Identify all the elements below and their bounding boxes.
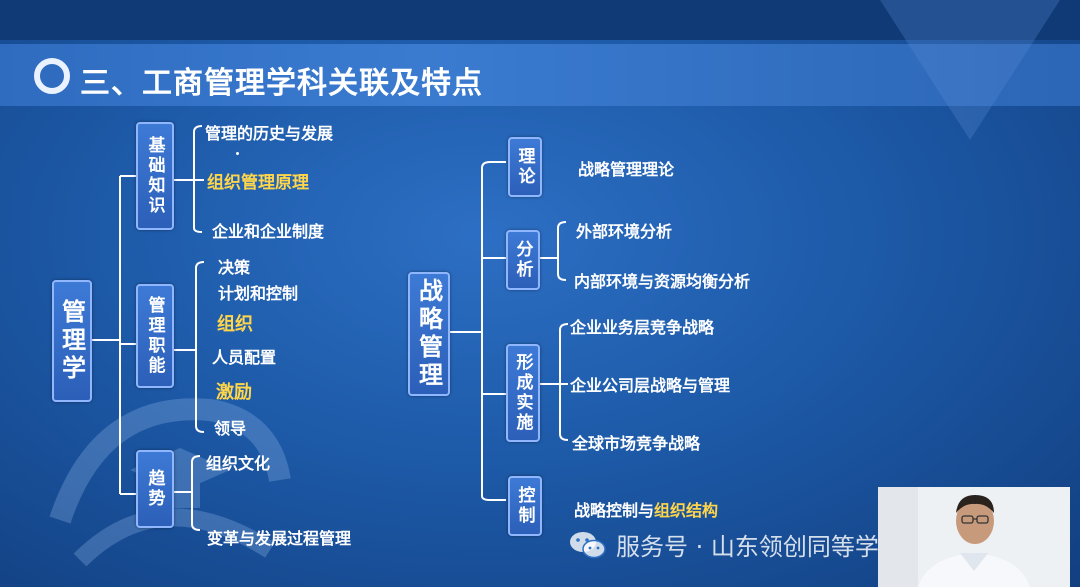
item-internal-env: 内部环境与资源均衡分析 [574,272,751,291]
wechat-icon [570,531,606,558]
item-org-structure: 组织结构 [654,501,719,520]
presenter-video [878,487,1070,587]
item-staffing: 人员配置 [212,348,277,367]
item-leadership: 领导 [214,419,247,438]
node-formation-implementation: 形成实施 [506,344,540,442]
node-management-functions: 管理职能 [136,284,174,388]
item-corporate-strategy: 企业公司层战略与管理 [570,376,731,395]
node-theory: 理论 [508,137,542,197]
item-change-management: 变革与发展过程管理 [207,529,352,548]
item-enterprise: 企业和企业制度 [212,222,325,241]
item-strategy-control: 战略控制与组织结构 [574,497,718,521]
root-node-management: 管理学 [52,280,92,402]
item-strategy-control-text: 战略控制与 [574,501,655,520]
item-external-env: 外部环境分析 [576,222,673,241]
node-control: 控制 [508,476,542,536]
item-motivation: 激励 [216,382,252,403]
decor-shape [880,0,1060,140]
item-organize: 组织 [217,314,253,335]
dot-mark [236,152,239,155]
item-global-strategy: 全球市场竞争战略 [572,434,701,453]
item-business-strategy: 企业业务层竞争战略 [570,318,715,337]
item-org-principles: 组织管理原理 [207,173,309,193]
node-analysis: 分析 [506,230,540,290]
item-history: 管理的历史与发展 [205,124,334,143]
node-trends: 趋势 [136,450,174,528]
item-plan-control: 计划和控制 [218,284,299,303]
slide-title: 三、工商管理学科关联及特点 [80,66,483,101]
ring-icon [34,58,70,94]
top-bar [0,0,1080,40]
title-band [0,44,1080,106]
root-node-strategic-management: 战略管理 [408,272,450,396]
item-culture: 组织文化 [206,454,271,473]
presenter-image [878,487,1070,587]
item-strategy-theory: 战略管理理论 [578,160,675,179]
item-decision: 决策 [218,258,251,277]
node-basic-knowledge: 基础知识 [136,122,174,230]
